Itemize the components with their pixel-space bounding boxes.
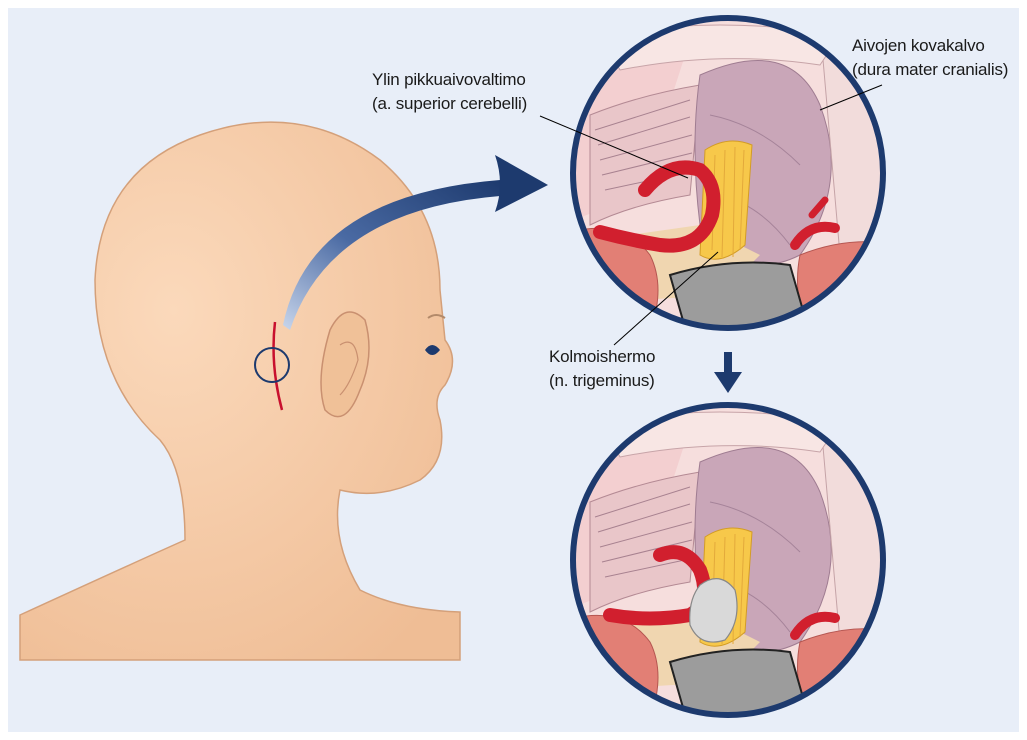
- label-nerve-line2: (n. trigeminus): [549, 369, 655, 393]
- label-dura-line2: (dura mater cranialis): [852, 58, 1008, 82]
- label-nerve: Kolmoishermo (n. trigeminus): [549, 345, 655, 393]
- circle-before: [560, 0, 900, 355]
- label-sca-line1: Ylin pikkuaivovaltimo: [372, 68, 527, 92]
- label-dura: Aivojen kovakalvo (dura mater cranialis): [852, 34, 1008, 82]
- label-sca-line2: (a. superior cerebelli): [372, 92, 527, 116]
- label-nerve-line1: Kolmoishermo: [549, 345, 655, 369]
- label-sca: Ylin pikkuaivovaltimo (a. superior cereb…: [372, 68, 527, 116]
- label-dura-line1: Aivojen kovakalvo: [852, 34, 1008, 58]
- down-arrow: [714, 352, 742, 393]
- circle-after: [560, 382, 900, 740]
